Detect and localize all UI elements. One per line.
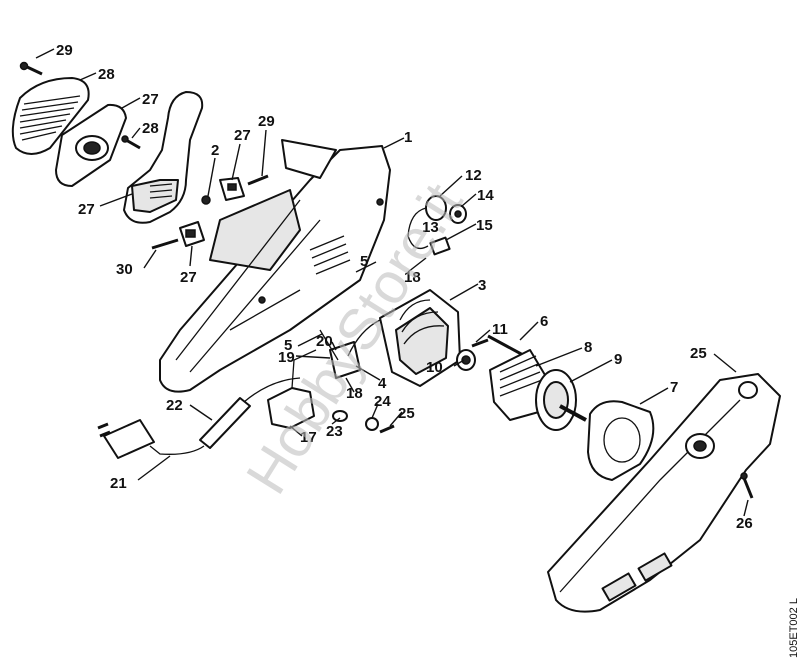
part-2-small-part xyxy=(201,195,211,205)
callout-22: 23 xyxy=(326,423,343,440)
callout-10: 10 xyxy=(426,359,443,376)
callout-6: 6 xyxy=(540,313,548,330)
callout-23: 24 xyxy=(374,393,391,410)
part-8-armature xyxy=(489,349,549,421)
callout-13: 13 xyxy=(422,219,439,236)
part-22-screw xyxy=(332,410,348,422)
part-30-handle xyxy=(123,91,204,224)
part-7-fan-guide xyxy=(587,400,655,481)
callout-26: 26 xyxy=(736,515,753,532)
part-14-washer xyxy=(449,204,467,224)
part-19-switch-assembly xyxy=(319,319,381,379)
part-11-screw xyxy=(471,338,489,348)
callout-1: 1 xyxy=(404,129,412,146)
part-28-screw-lower xyxy=(151,238,179,250)
part-23-nut xyxy=(365,417,379,431)
part-3-stator xyxy=(379,289,461,387)
part-1-motor-housing xyxy=(159,139,391,393)
callout-5-lower: 5 xyxy=(284,337,292,354)
callout-21: 22 xyxy=(166,397,183,414)
part-27-switch-lower xyxy=(179,221,205,247)
leader-lines xyxy=(35,48,749,517)
reference-code: 105ET002 L xyxy=(788,598,800,658)
callout-28-lower: 30 xyxy=(116,261,133,278)
callout-24: 25 xyxy=(398,405,415,422)
callout-11: 11 xyxy=(492,321,508,338)
callout-7: 7 xyxy=(670,379,678,396)
callout-18-upper: 18 xyxy=(404,269,421,286)
callout-18-lower: 19 xyxy=(278,349,295,366)
callout-19: 20 xyxy=(316,333,333,350)
callout-33: 29 xyxy=(56,42,73,59)
callout-14: 14 xyxy=(477,187,494,204)
callout-32: 28 xyxy=(98,66,115,83)
callout-2: 2 xyxy=(211,142,219,159)
callout-27-lower: 27 xyxy=(180,269,197,286)
callout-9: 9 xyxy=(614,351,622,368)
part-10-bearing xyxy=(456,349,476,371)
callout-5-upper: 5 xyxy=(360,253,368,270)
callout-15: 15 xyxy=(476,217,493,234)
callout-31: 28 xyxy=(142,120,159,137)
callout-4: 4 xyxy=(378,375,387,392)
callout-3: 3 xyxy=(478,277,486,294)
callout-28-upper: 29 xyxy=(258,113,275,130)
part-32-vent-cover xyxy=(11,77,90,155)
part-25-cover xyxy=(547,373,781,613)
callout-25: 25 xyxy=(690,345,707,362)
part-28-screw-upper xyxy=(247,174,269,186)
part-15-brush xyxy=(429,236,451,256)
callout-16: 17 xyxy=(300,429,317,446)
callout-17: 18 xyxy=(346,385,363,402)
callout-8: 8 xyxy=(584,339,592,356)
part-9-fan xyxy=(535,369,587,431)
callout-29: 27 xyxy=(142,91,159,108)
callout-labels: 29 28 27 28 27 2 27 29 30 27 1 12 14 15 … xyxy=(56,42,753,532)
part-24-screw xyxy=(379,424,395,434)
callout-12: 12 xyxy=(465,167,482,184)
callout-20: 21 xyxy=(110,475,127,492)
part-20-power-cord xyxy=(97,419,205,459)
part-27-switch-upper xyxy=(219,177,245,201)
part-12-brush-holder xyxy=(407,195,447,250)
part-29-plate xyxy=(55,103,127,187)
callout-27-upper: 27 xyxy=(234,127,251,144)
part-26-screw xyxy=(740,472,754,499)
part-33-screw xyxy=(19,61,43,76)
part-21-cable-sleeve xyxy=(199,377,301,449)
part-31-screw xyxy=(121,135,141,150)
part-16-block xyxy=(267,349,317,429)
callout-30: 27 xyxy=(78,201,95,218)
